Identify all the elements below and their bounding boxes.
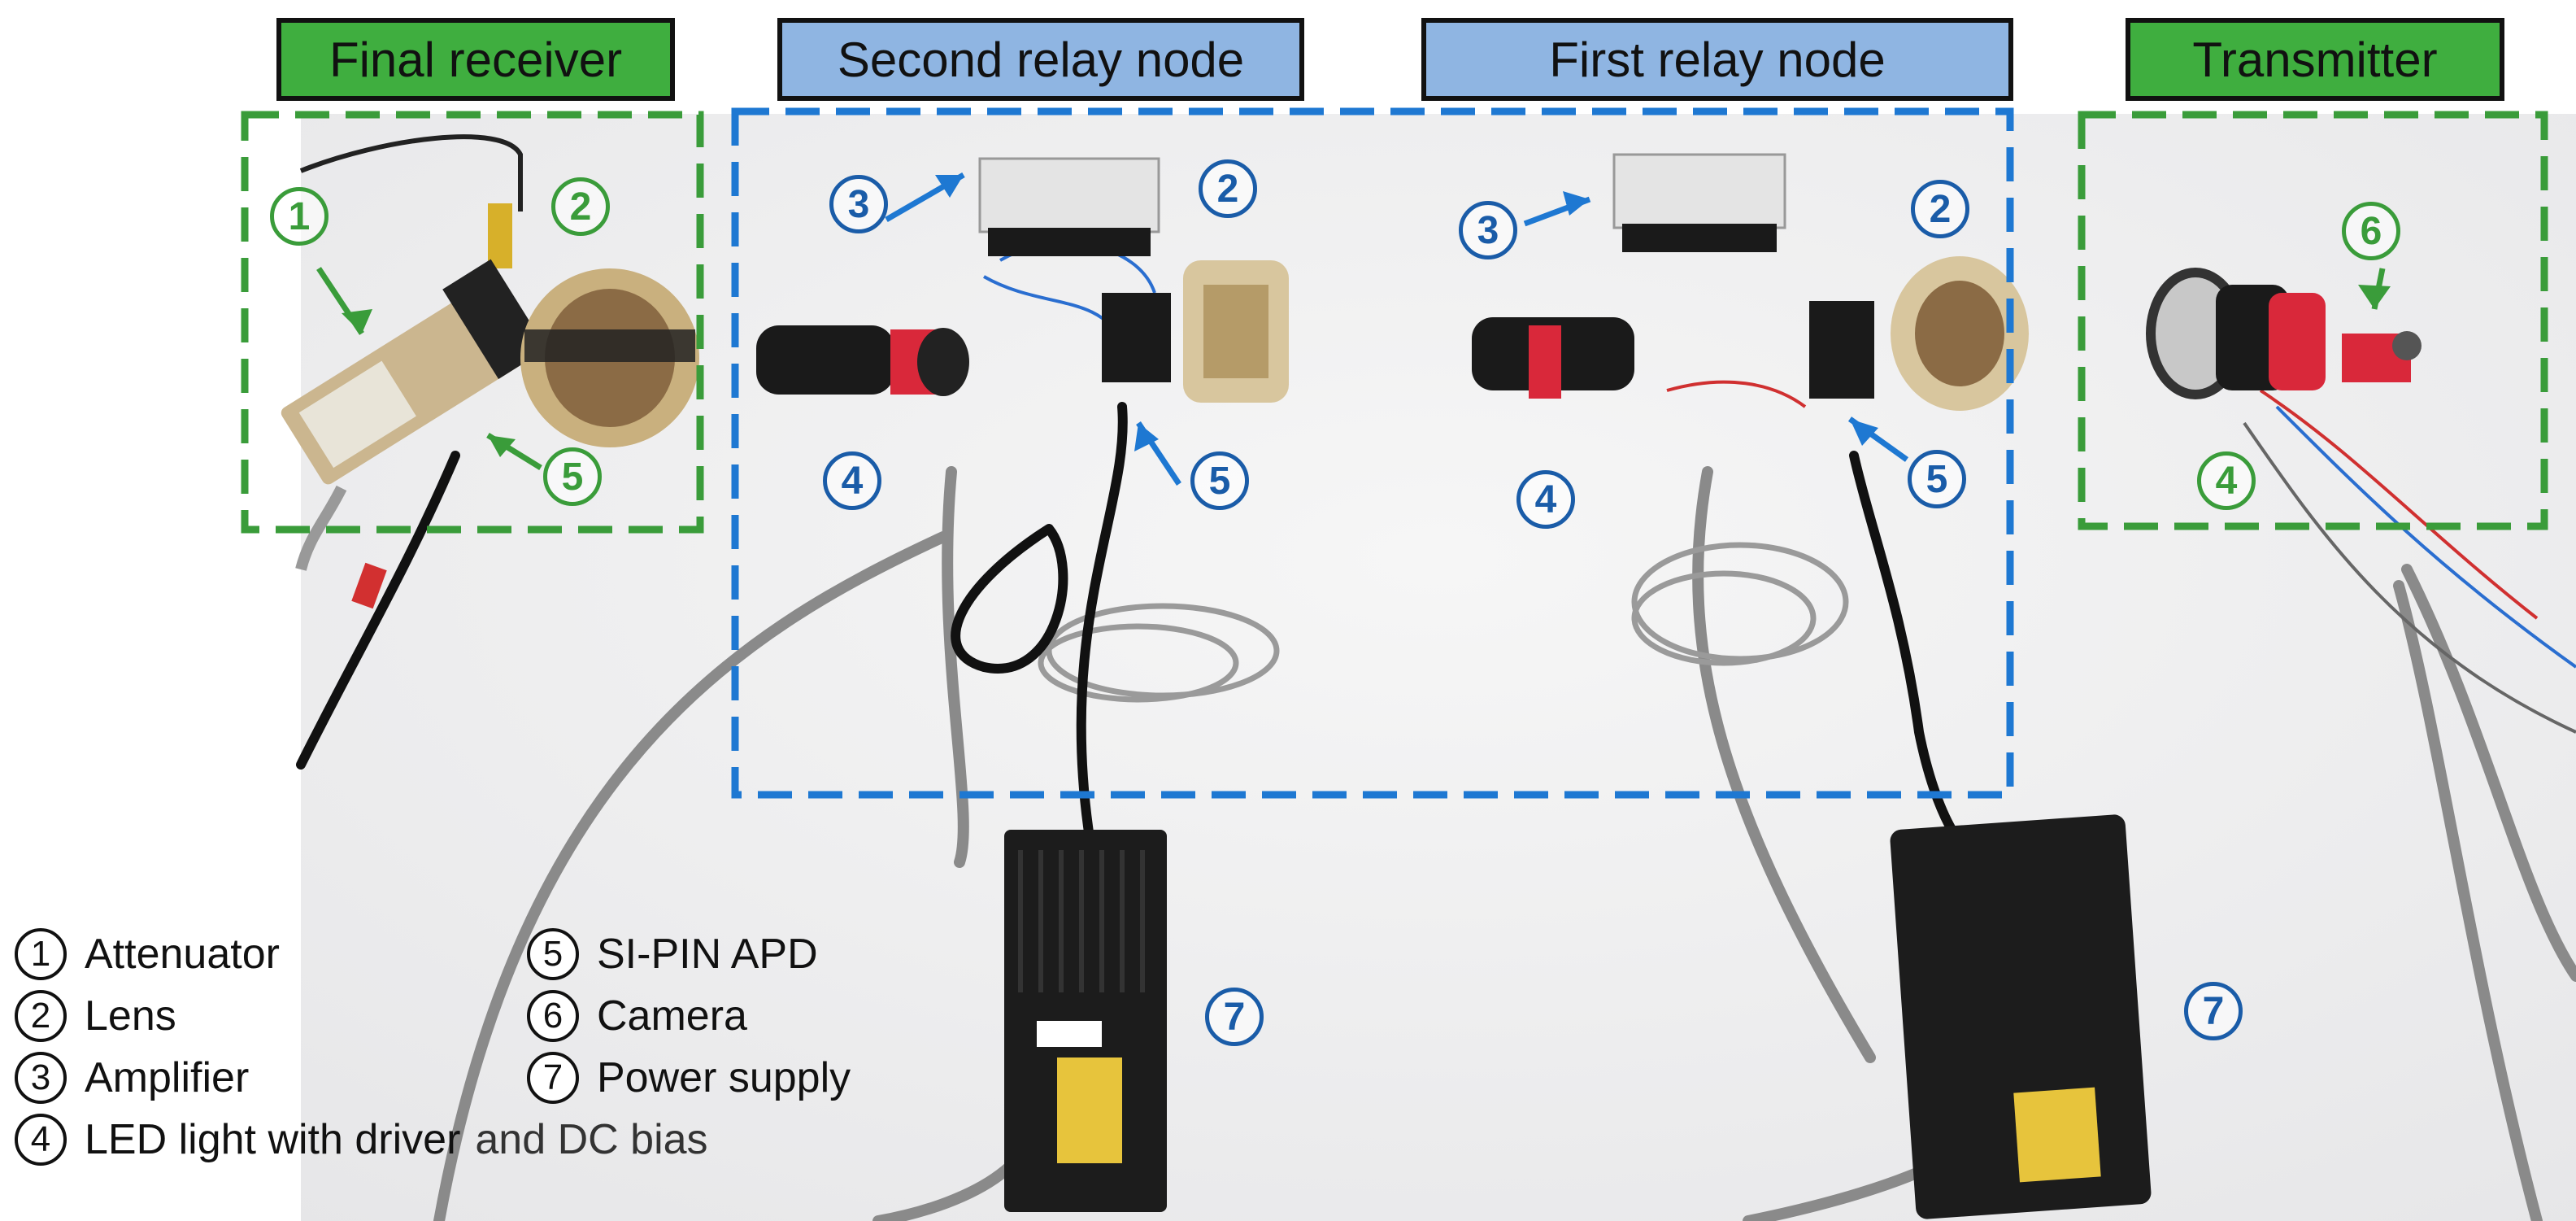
legend-label: Power supply — [597, 1054, 851, 1101]
legend-label: LED light with driver — [85, 1116, 461, 1163]
first-led-light — [1472, 317, 1634, 399]
legend-label: Amplifier — [85, 1054, 250, 1101]
legend-number: 7 — [527, 1052, 579, 1104]
legend-label: Camera — [597, 992, 747, 1040]
marker-5-receiver: 5 — [543, 447, 602, 506]
legend-item-attenuator: 1 Attenuator — [15, 926, 280, 983]
receiver-lens — [520, 268, 699, 447]
header-final-receiver: Final receiver — [276, 18, 675, 101]
marker-5-first: 5 — [1908, 450, 1966, 508]
marker-2-second: 2 — [1199, 159, 1257, 218]
legend-label: Lens — [85, 992, 176, 1040]
header-first-relay-node: First relay node — [1421, 18, 2013, 101]
cable-right-2 — [2393, 580, 2543, 1221]
second-lens — [1183, 260, 1289, 403]
marker-7-first-power: 7 — [2184, 982, 2243, 1040]
legend-number: 1 — [15, 928, 67, 980]
first-power-supply — [1890, 814, 2152, 1219]
legend-item-si-pin-apd: 5 SI-PIN APD — [527, 926, 818, 983]
legend-label: SI-PIN APD — [597, 931, 818, 978]
legend-item-amplifier: 3 Amplifier — [15, 1049, 249, 1106]
marker-4-transmitter: 4 — [2197, 451, 2256, 510]
second-apd — [1102, 293, 1171, 382]
cable-right-1 — [2401, 564, 2576, 982]
legend-item-led-light: 4 LED light with driver and DC bias — [15, 1111, 708, 1168]
marker-3-first: 3 — [1459, 201, 1517, 259]
transmitter-camera — [2342, 331, 2422, 382]
legend-item-power-supply: 7 Power supply — [527, 1049, 851, 1106]
legend-number: 3 — [15, 1052, 67, 1104]
legend-item-lens: 2 Lens — [15, 988, 176, 1044]
legend-number: 2 — [15, 990, 67, 1042]
legend-item-camera: 6 Camera — [527, 988, 747, 1044]
legend-number: 4 — [15, 1114, 67, 1166]
marker-3-second: 3 — [829, 175, 888, 233]
receiver-bnc — [488, 203, 512, 268]
first-lens — [1891, 256, 2029, 411]
marker-4-second: 4 — [823, 451, 881, 510]
legend-label-suffix: and DC bias — [475, 1116, 708, 1163]
legend-label: Attenuator — [85, 931, 280, 978]
second-power-supply — [1004, 830, 1167, 1212]
second-led-light — [756, 325, 969, 396]
first-apd — [1809, 301, 1874, 399]
marker-2-receiver: 2 — [551, 177, 610, 236]
marker-2-first: 2 — [1911, 180, 1969, 238]
marker-7-second-power: 7 — [1205, 988, 1264, 1046]
first-amplifier — [1612, 153, 1786, 252]
marker-5-second: 5 — [1190, 451, 1249, 510]
second-amplifier — [978, 157, 1160, 256]
marker-4-first: 4 — [1516, 470, 1575, 529]
marker-1-receiver: 1 — [270, 187, 329, 246]
marker-6-transmitter: 6 — [2342, 202, 2400, 260]
legend-number: 5 — [527, 928, 579, 980]
legend-number: 6 — [527, 990, 579, 1042]
header-transmitter: Transmitter — [2126, 18, 2504, 101]
header-second-relay-node: Second relay node — [777, 18, 1304, 101]
